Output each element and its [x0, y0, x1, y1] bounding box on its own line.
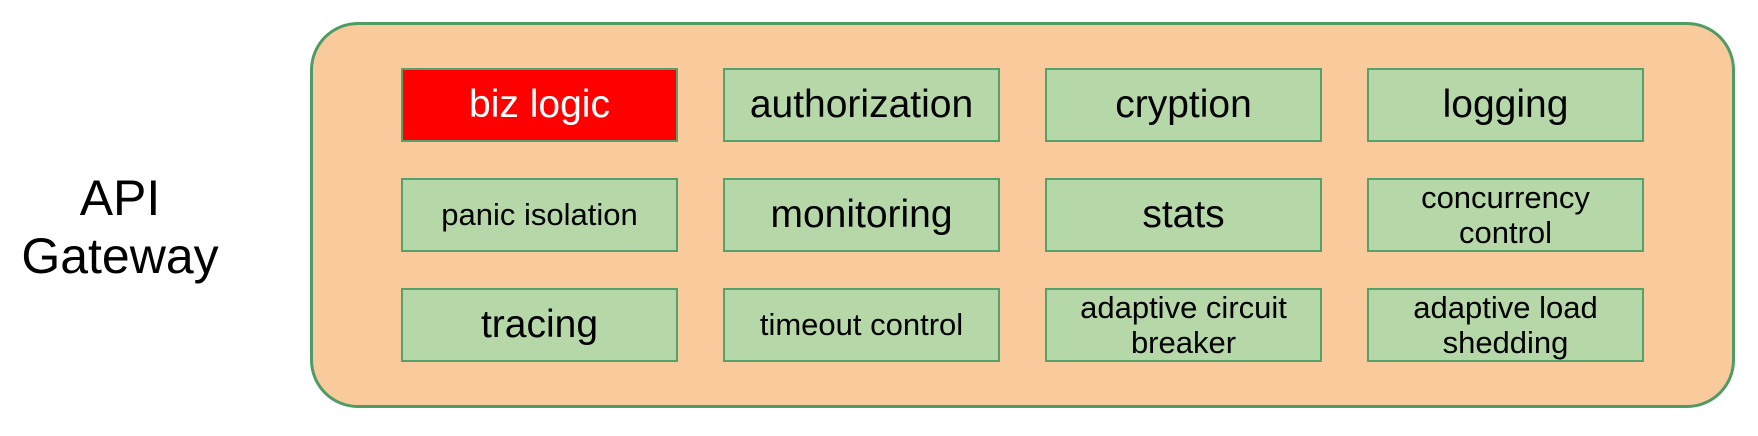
module-stats: stats — [1045, 178, 1322, 252]
module-adaptive-circuit-breaker: adaptive circuit breaker — [1045, 288, 1322, 362]
module-authorization: authorization — [723, 68, 1000, 142]
module-adaptive-load-shedding: adaptive load shedding — [1367, 288, 1644, 362]
module-tracing: tracing — [401, 288, 678, 362]
api-gateway-label: API Gateway — [21, 170, 219, 284]
gateway-container: biz logic authorization cryption logging… — [310, 22, 1735, 408]
module-timeout-control: timeout control — [723, 288, 1000, 362]
module-biz-logic: biz logic — [401, 68, 678, 142]
module-concurrency-control: concurrency control — [1367, 178, 1644, 252]
module-cryption: cryption — [1045, 68, 1322, 142]
module-monitoring: monitoring — [723, 178, 1000, 252]
module-panic-isolation: panic isolation — [401, 178, 678, 252]
module-logging: logging — [1367, 68, 1644, 142]
